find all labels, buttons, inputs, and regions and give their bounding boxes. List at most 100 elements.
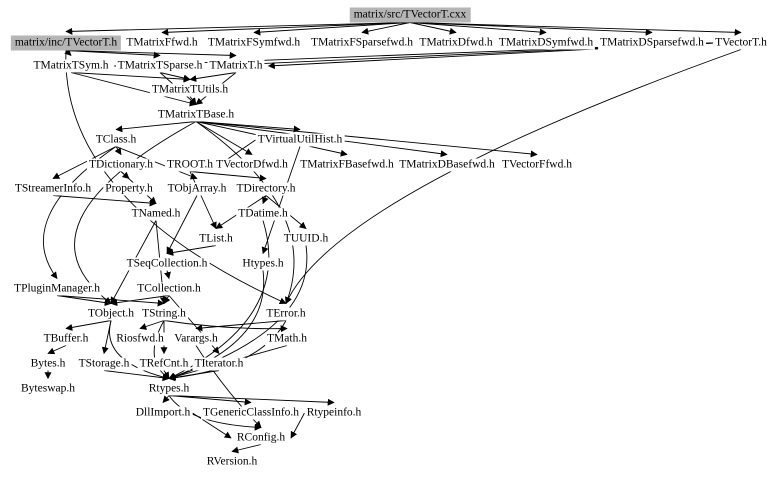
- edge-tdict-prop: [120, 171, 130, 179]
- edge-tlist-tseq: [166, 245, 217, 256]
- graph-node-mffwd[interactable]: TMatrixFfwd.h: [124, 36, 200, 50]
- edge-tclass-tdict: [114, 146, 122, 156]
- graph-node-vffwd[interactable]: TVectorFfwd.h: [500, 158, 574, 172]
- graph-node-vec_inc[interactable]: matrix/inc/TVectorT.h: [10, 35, 122, 51]
- edge-vec_inc-msym: [64, 48, 72, 56]
- edge-troot-tlist: [189, 171, 217, 230]
- graph-node-rconfig[interactable]: RConfig.h: [234, 431, 288, 445]
- graph-node-tuuid[interactable]: TUUID.h: [281, 232, 331, 246]
- graph-node-mdbfwd[interactable]: TMatrixDBasefwd.h: [397, 158, 497, 172]
- graph-node-msparse[interactable]: TMatrixTSparse.h: [115, 59, 205, 73]
- edge-cxx-mfsymfwd: [253, 22, 411, 36]
- graph-node-mt[interactable]: TMatrixT.h: [207, 59, 265, 73]
- graph-node-tmath[interactable]: TMath.h: [265, 332, 309, 346]
- edge-tvuh-htypes: [261, 146, 301, 255]
- edge-cxx-mdsymfwd: [409, 22, 547, 36]
- edge-mt-mutils: [189, 72, 237, 83]
- graph-node-tlist[interactable]: TList.h: [197, 232, 235, 246]
- edge-tobj-rtypes: [109, 320, 170, 381]
- edge-terror-varargs: [195, 320, 287, 332]
- edge-cxx-mfsparsefwd: [361, 22, 411, 35]
- graph-node-bytes[interactable]: Bytes.h: [28, 357, 68, 371]
- edge-tbuffer-bytes: [47, 345, 67, 355]
- graph-node-vec_h[interactable]: TVectorT.h: [713, 36, 769, 50]
- edge-vec_h-terror: [285, 49, 742, 305]
- graph-node-trefcnt[interactable]: TRefCnt.h: [137, 357, 191, 371]
- graph-node-rtinfo[interactable]: Rtypeinfo.h: [304, 406, 364, 420]
- edge-tstring-riosfwd: [139, 320, 165, 330]
- edge-varargs-rconfig: [195, 345, 262, 428]
- graph-node-mdfwd[interactable]: TMatrixDfwd.h: [417, 36, 495, 50]
- edge-msparse-mutils: [159, 72, 191, 82]
- graph-node-mfsparsefwd[interactable]: TMatrixFSparsefwd.h: [309, 36, 415, 50]
- graph-node-tobjarr[interactable]: TObjArray.h: [165, 182, 229, 196]
- graph-node-mfsymfwd[interactable]: TMatrixFSymfwd.h: [205, 36, 303, 50]
- edge-titer-rtypes: [168, 370, 220, 381]
- graph-node-mutils[interactable]: TMatrixTUtils.h: [149, 83, 231, 97]
- edge-mbase-tclass: [115, 121, 197, 133]
- graph-node-msym[interactable]: TMatrixTSym.h: [31, 59, 111, 73]
- edge-troot-tdir: [189, 171, 267, 182]
- edge-cxx-mdfwd: [409, 22, 457, 35]
- edge-tobj-tbuffer: [65, 320, 112, 331]
- graph-node-tdir[interactable]: TDirectory.h: [234, 182, 298, 196]
- graph-node-mfbfwd[interactable]: TMatrixFBasefwd.h: [298, 158, 396, 172]
- graph-node-tstring[interactable]: TString.h: [140, 307, 188, 321]
- graph-node-tdatime[interactable]: TDatime.h: [236, 207, 290, 221]
- graph-node-byteswap[interactable]: Byteswap.h: [19, 382, 77, 396]
- edge-rtinfo-rconfig: [290, 412, 305, 439]
- graph-node-rversion[interactable]: RVersion.h: [204, 455, 260, 469]
- graph-node-mbase[interactable]: TMatrixTBase.h: [155, 108, 237, 122]
- graph-node-riosfwd[interactable]: Riosfwd.h: [114, 332, 166, 346]
- graph-node-tcoll[interactable]: TCollection.h: [135, 282, 203, 296]
- edge-rtypes-rtinfo: [168, 395, 335, 406]
- graph-node-tsinfo[interactable]: TStreamerInfo.h: [12, 182, 94, 196]
- graph-node-tbuffer[interactable]: TBuffer.h: [41, 332, 91, 346]
- graph-node-terror[interactable]: TError.h: [264, 307, 308, 321]
- edge-tcoll-tobj: [110, 295, 170, 307]
- graph-node-tgci[interactable]: TGenericClassInfo.h: [200, 406, 302, 420]
- edge-tstring-tmath: [163, 320, 288, 333]
- edge-rtypes-dllimp: [162, 395, 170, 404]
- graph-node-tobj[interactable]: TObject.h: [85, 307, 137, 321]
- graph-node-cxx[interactable]: matrix/src/TVectorT.cxx: [349, 7, 471, 23]
- graph-node-tstorage[interactable]: TStorage.h: [76, 357, 132, 371]
- graph-node-varargs[interactable]: Varargs.h: [172, 332, 220, 346]
- graph-node-tdict[interactable]: TDictionary.h: [86, 158, 156, 172]
- graph-node-mdsparsefwd[interactable]: TMatrixDSparsefwd.h: [598, 36, 706, 50]
- edge-mbase-vdfwd: [195, 121, 253, 155]
- edge-mbase-vffwd: [195, 121, 538, 158]
- graph-node-mdsymfwd[interactable]: TMatrixDSymfwd.h: [496, 36, 596, 50]
- graph-node-tseq[interactable]: TSeqCollection.h: [124, 257, 210, 271]
- edge-tobjarr-tseq: [166, 195, 198, 255]
- edge-tplugin-tstring: [56, 295, 165, 307]
- edge-tclass-tsinfo: [52, 146, 117, 179]
- graph-node-troot[interactable]: TROOT.h: [164, 158, 216, 172]
- graph-node-tvuh[interactable]: TVirtualUtilHist.h: [255, 133, 345, 147]
- graph-node-tnamed[interactable]: TNamed.h: [129, 207, 183, 221]
- edge-cxx-mffwd: [161, 22, 411, 36]
- graph-node-titer[interactable]: TIterator.h: [192, 357, 246, 371]
- edge-cxx-vec_h: [409, 22, 742, 36]
- edge-rtypes-tgci: [168, 395, 252, 406]
- edge-dllimp-rconfig: [192, 412, 232, 439]
- graph-node-rtypes[interactable]: Rtypes.h: [146, 382, 192, 396]
- edge-tseq-tcoll: [164, 270, 171, 280]
- edge-vec_inc-mt: [65, 50, 237, 59]
- edge-mutils-mbase: [189, 96, 197, 106]
- graph-node-dllimp[interactable]: DllImport.h: [133, 406, 193, 420]
- graph-node-htypes[interactable]: Htypes.h: [240, 257, 286, 271]
- graph-node-tplugin[interactable]: TPluginManager.h: [12, 282, 102, 296]
- graph-node-prop[interactable]: Property.h: [103, 182, 155, 196]
- graph-node-vdfwd[interactable]: TVectorDfwd.h: [214, 158, 290, 172]
- edge-msym-mutils: [70, 72, 191, 83]
- graph-node-tclass[interactable]: TClass.h: [93, 133, 139, 147]
- edge-msym-mbase: [70, 72, 197, 107]
- edge-rconfig-rversion: [231, 444, 262, 454]
- edge-tsinfo-tnamed: [52, 195, 157, 207]
- edge-tstorage-rtypes: [103, 370, 170, 382]
- edge-tclass-tobjarr: [115, 146, 198, 180]
- edge-tcoll-tstring: [163, 295, 171, 305]
